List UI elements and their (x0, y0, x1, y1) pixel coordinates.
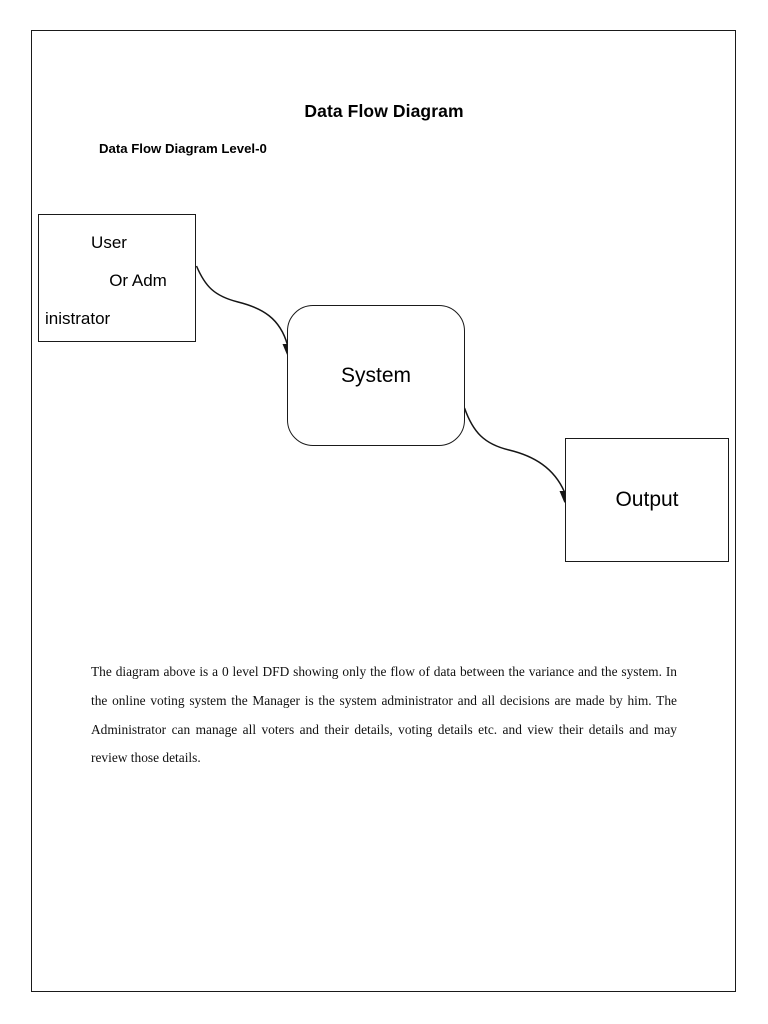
node-output-label: Output (615, 488, 679, 511)
node-user-line-3: inistrator (45, 309, 111, 328)
node-user-or-administrator[interactable]: User Or Adm inistrator (38, 214, 196, 342)
node-output[interactable]: Output (565, 438, 729, 562)
node-system[interactable]: System (287, 305, 465, 446)
node-user-line-1: User (91, 233, 127, 252)
node-system-label: System (340, 363, 411, 387)
node-user-line-2: Or Adm (109, 271, 167, 290)
page-title: Data Flow Diagram (304, 101, 464, 121)
body-paragraph: The diagram above is a 0 level DFD showi… (91, 664, 677, 766)
diagram-subtitle: Data Flow Diagram Level-0 (99, 141, 267, 156)
